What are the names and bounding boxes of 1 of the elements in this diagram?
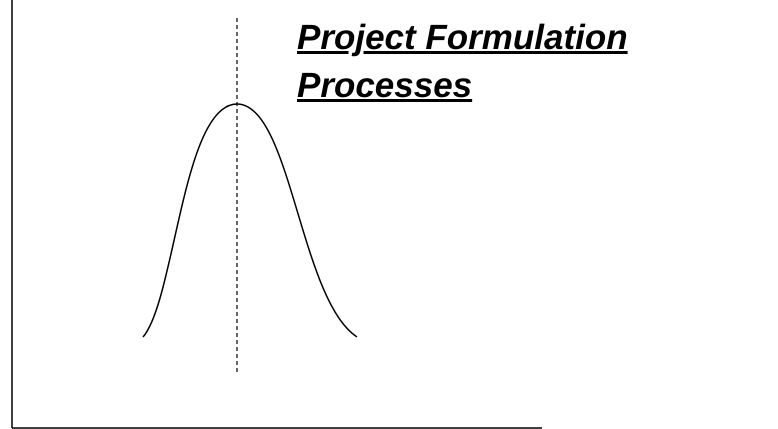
title-heading: Project Formulation Processes <box>297 17 629 107</box>
